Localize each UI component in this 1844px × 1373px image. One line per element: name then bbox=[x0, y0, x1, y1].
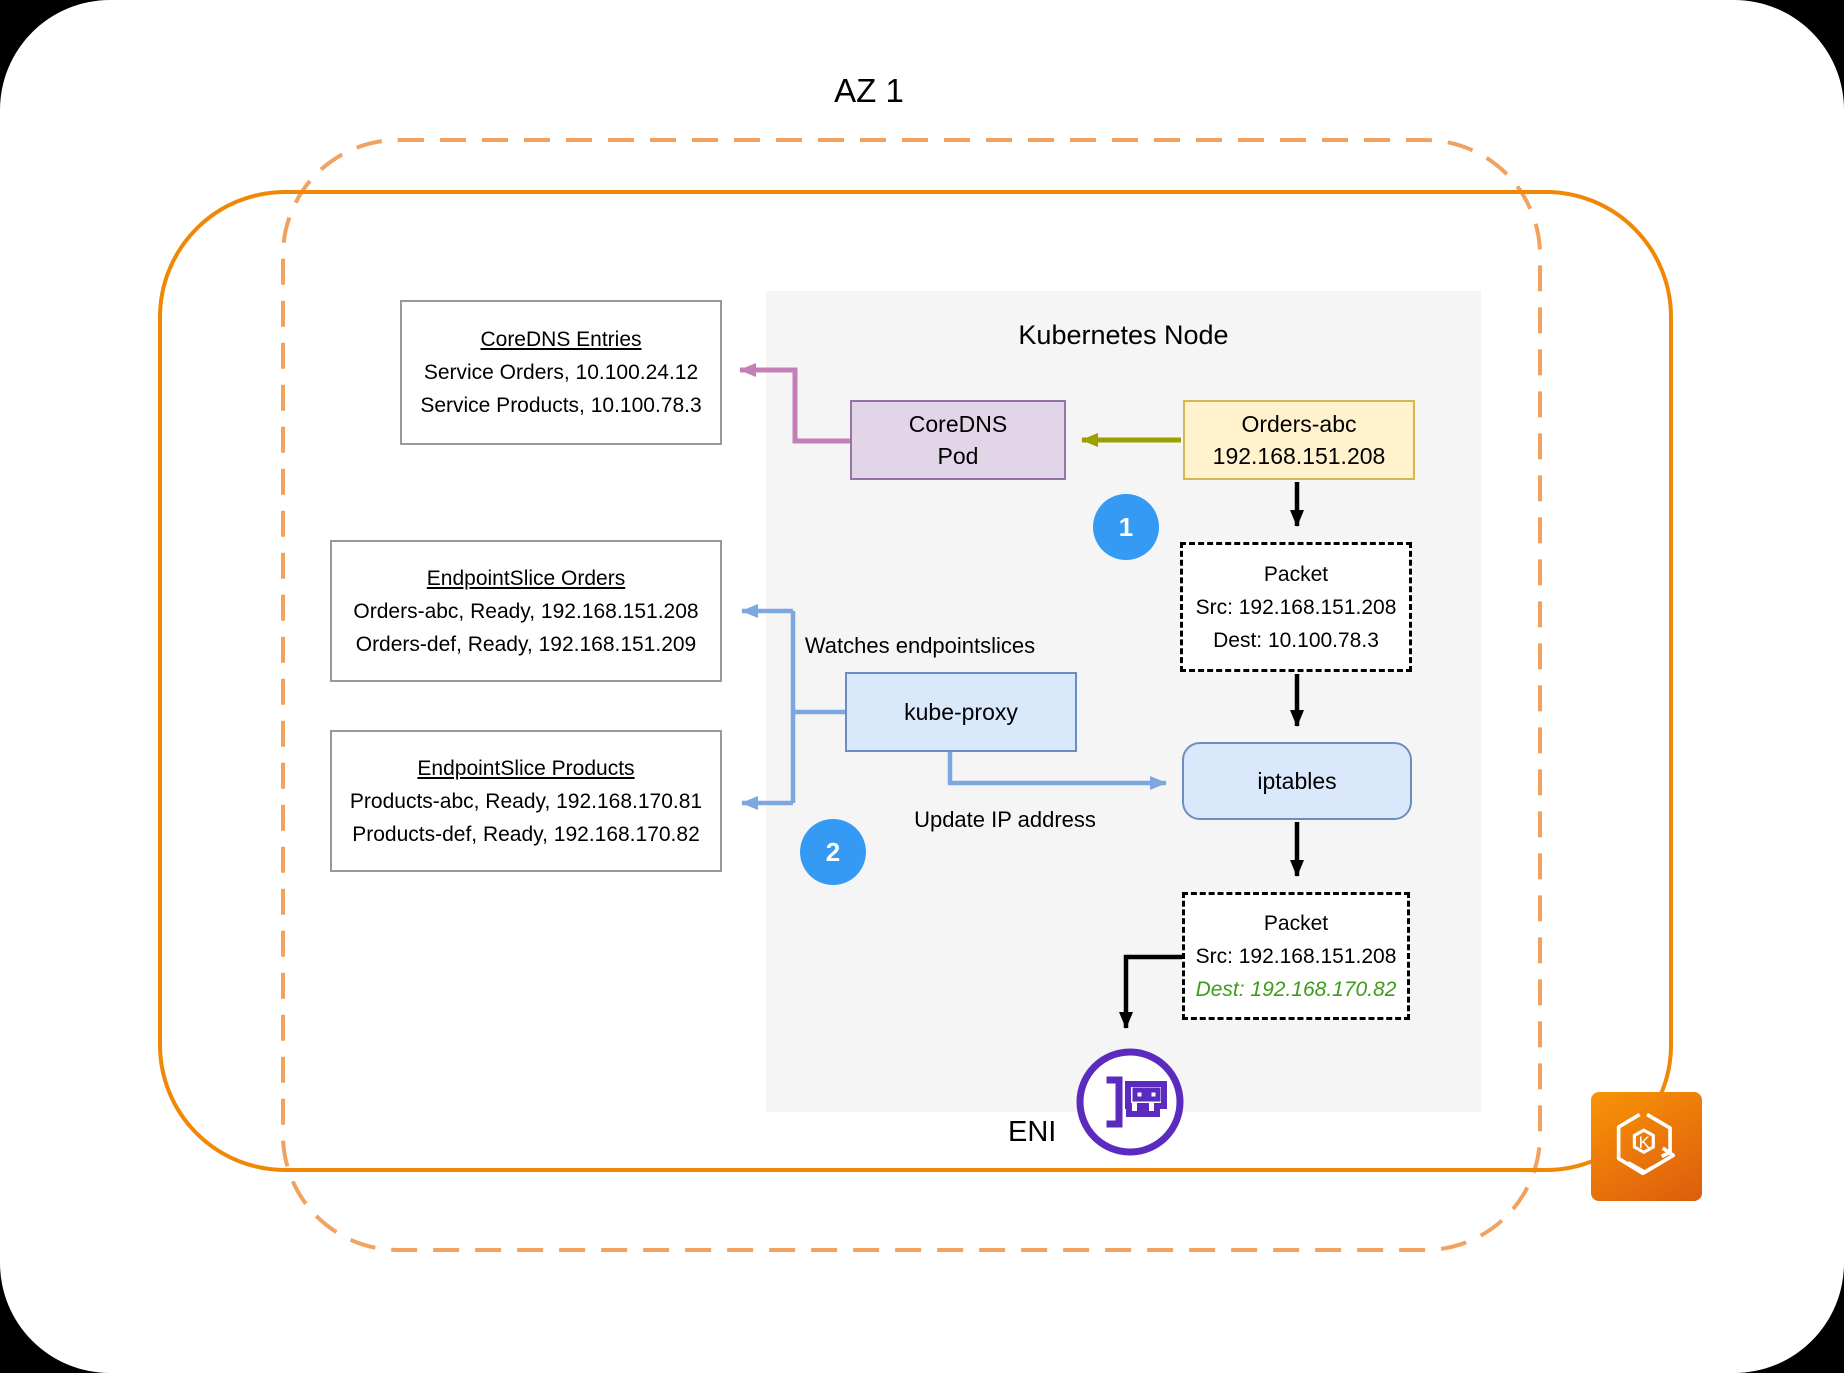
orders-abc-ip: 192.168.151.208 bbox=[1212, 443, 1386, 469]
eni-icon bbox=[1072, 1044, 1188, 1160]
endpoint-entry: Products-abc, Ready, 192.168.170.81 bbox=[349, 789, 703, 813]
arrow-kubeproxy-to-iptables bbox=[947, 752, 1167, 790]
iptables-label: iptables bbox=[1257, 768, 1337, 794]
kube-proxy-label: kube-proxy bbox=[904, 699, 1018, 725]
connector-kubeproxy-trunk bbox=[790, 611, 845, 803]
coredns-pod-box: CoreDNS Pod bbox=[850, 400, 1066, 480]
eni-label: ENI bbox=[1008, 1116, 1057, 1148]
step-1-badge: 1 bbox=[1093, 494, 1159, 560]
coredns-entry: Service Products, 10.100.78.3 bbox=[420, 394, 702, 417]
packet-after-box: Packet Src: 192.168.151.208 Dest: 192.16… bbox=[1182, 892, 1410, 1020]
eni-icon-glyph bbox=[1076, 1048, 1184, 1156]
eks-kubernetes-logo: K bbox=[1616, 1112, 1675, 1175]
packet-title: Packet bbox=[1263, 911, 1329, 935]
packet-dest-rewritten: Dest: 192.168.170.82 bbox=[1195, 977, 1397, 1001]
coredns-pod-line: CoreDNS bbox=[908, 411, 1008, 437]
coredns-entries-title: CoreDNS Entries bbox=[480, 328, 642, 351]
az-zone-label: AZ 1 bbox=[834, 72, 904, 109]
orders-abc-name: Orders-abc bbox=[1241, 411, 1357, 437]
endpoint-entry: Orders-def, Ready, 192.168.151.209 bbox=[355, 632, 697, 656]
eks-letter: K bbox=[1638, 1133, 1649, 1152]
az-dashed-boundary bbox=[281, 138, 1542, 1252]
packet-before-box: Packet Src: 192.168.151.208 Dest: 10.100… bbox=[1180, 542, 1412, 672]
endpointslice-orders-box: EndpointSlice Orders Orders-abc, Ready, … bbox=[330, 540, 722, 682]
orders-abc-pod-box: Orders-abc 192.168.151.208 bbox=[1183, 400, 1415, 480]
packet-src: Src: 192.168.151.208 bbox=[1195, 944, 1397, 968]
iptables-box: iptables bbox=[1182, 742, 1412, 820]
step-2-number: 2 bbox=[825, 836, 841, 867]
kube-proxy-box: kube-proxy bbox=[845, 672, 1077, 752]
coredns-entry: Service Orders, 10.100.24.12 bbox=[423, 361, 699, 384]
coredns-entries-box: CoreDNS Entries Service Orders, 10.100.2… bbox=[400, 300, 722, 445]
eks-icon: K bbox=[1591, 1092, 1702, 1201]
arrow-packet-to-eni bbox=[1119, 954, 1182, 1029]
update-ip-address-label: Update IP address bbox=[914, 807, 1096, 832]
arrow-coredns-to-entries bbox=[739, 363, 850, 444]
kubernetes-node-title: Kubernetes Node bbox=[1018, 320, 1229, 350]
endpoint-entry: Products-def, Ready, 192.168.170.82 bbox=[352, 822, 700, 846]
packet-src: Src: 192.168.151.208 bbox=[1195, 595, 1397, 619]
coredns-pod-line: Pod bbox=[937, 443, 979, 469]
endpointslice-products-title: EndpointSlice Products bbox=[417, 756, 635, 780]
endpoint-entry: Orders-abc, Ready, 192.168.151.208 bbox=[353, 599, 699, 623]
step-1-number: 1 bbox=[1118, 511, 1134, 542]
packet-title: Packet bbox=[1263, 562, 1329, 586]
watches-endpointslices-label: Watches endpointslices bbox=[804, 633, 1036, 658]
vpc-solid-boundary bbox=[158, 190, 1673, 1172]
packet-dest: Dest: 10.100.78.3 bbox=[1213, 628, 1379, 652]
step-2-badge: 2 bbox=[800, 819, 866, 885]
endpointslice-orders-title: EndpointSlice Orders bbox=[426, 566, 626, 590]
endpointslice-products-box: EndpointSlice Products Products-abc, Rea… bbox=[330, 730, 722, 872]
